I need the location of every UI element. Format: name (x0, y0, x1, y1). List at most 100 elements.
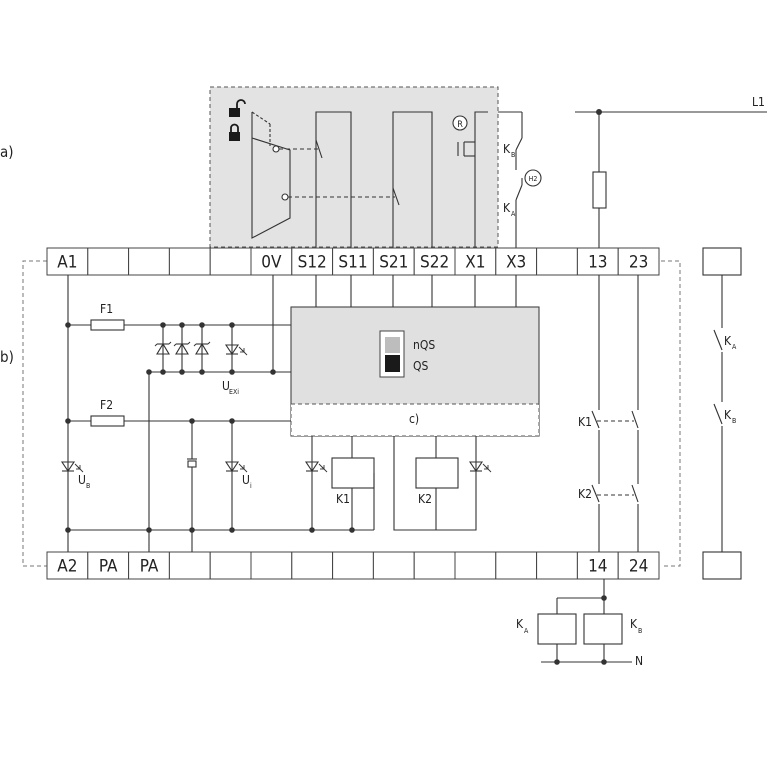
terminal-cell (536, 551, 578, 580)
terminal-cell (413, 551, 456, 580)
lock-icon (229, 123, 240, 141)
coil-ka-sub: A (524, 627, 529, 635)
contact-k2-label: K2 (578, 487, 592, 501)
led-uexi-icon (225, 344, 248, 356)
ext-contact-ka-label: K (724, 334, 732, 348)
enclosure-outline-right (661, 260, 681, 567)
led-ub-label: U (78, 473, 86, 487)
terminal-cell (250, 551, 293, 580)
terminal-cell (495, 551, 538, 580)
external-contactor-block (702, 247, 742, 580)
relay-k1-label: K1 (336, 492, 350, 506)
switch-label-nqs: nQS (413, 338, 435, 352)
terminal-cell (46, 247, 89, 276)
terminal-label-pa: PA (140, 557, 159, 577)
coil-kb-sub: B (638, 627, 642, 635)
terminal-label-s22: S22 (420, 253, 449, 273)
terminal-label-s11: S11 (338, 253, 367, 273)
mode-switch-upper (385, 337, 400, 353)
bottom-terminal-strip: A2 PA PA 14 24 (46, 551, 660, 580)
terminal-cell (168, 247, 211, 276)
ext-contact-ka-sub: A (732, 343, 737, 351)
neutral-label: N (635, 654, 643, 668)
fuse-f2-label: F2 (100, 398, 113, 412)
terminal-label-13: 13 (588, 253, 607, 273)
contact-k1-label: K1 (578, 415, 592, 429)
terminal-cell (250, 247, 293, 276)
led-ub-icon (61, 461, 84, 473)
terminal-cell (87, 551, 130, 580)
logic-module-lower (290, 403, 540, 437)
terminal-cell (372, 247, 415, 276)
led-k2-icon (469, 461, 492, 473)
led-uexi-sub: EXi (229, 388, 239, 396)
internal-wiring (67, 275, 639, 663)
terminal-cell (372, 551, 415, 580)
terminal-cell (209, 551, 252, 580)
terminal-label-x3: X3 (506, 253, 526, 273)
junction-dots (65, 322, 607, 665)
coil-ka-label: K (516, 617, 524, 631)
terminal-cell (413, 247, 456, 276)
actuator-icon (251, 111, 291, 239)
terminal-cell (291, 247, 334, 276)
terminal-label-a2: A2 (57, 557, 77, 577)
led-ub-sub: B (86, 482, 90, 490)
ext-contact-kb-label: K (724, 408, 732, 422)
terminal-cell (576, 247, 619, 276)
reset-indicator-icon (452, 115, 468, 131)
terminal-cell (209, 247, 252, 276)
terminal-label-pa: PA (99, 557, 118, 577)
supply-line-label: L1 (752, 95, 765, 109)
terminal-cell (332, 551, 374, 580)
terminal-cell (128, 551, 170, 580)
lamp-h2-icon (524, 169, 542, 187)
terminal-cell (87, 247, 130, 276)
terminal-label-a1: A1 (57, 253, 77, 273)
coil-kb-label: K (630, 617, 638, 631)
section-label-b: b) (0, 348, 14, 366)
contact-ka-sub: A (511, 210, 516, 218)
terminal-cell (617, 247, 660, 276)
lamp-h2-label: H2 (529, 175, 538, 183)
contact-ka-label: K (503, 201, 511, 215)
terminal-label-s12: S12 (298, 253, 327, 273)
terminal-cell (454, 551, 497, 580)
ext-contact-kb-sub: B (732, 417, 736, 425)
terminal-cell (454, 247, 497, 276)
terminal-cell (128, 247, 170, 276)
reset-label: R (457, 120, 463, 130)
terminal-label-24: 24 (629, 557, 648, 577)
terminal-cell (536, 247, 578, 276)
led-k1-icon (305, 461, 328, 473)
section-label-c: c) (409, 412, 419, 426)
terminal-label-14: 14 (588, 557, 607, 577)
terminal-cell (168, 551, 211, 580)
terminal-label-0v: 0V (261, 253, 282, 273)
terminal-cell (617, 551, 660, 580)
safety-switch-area (209, 86, 499, 248)
led-uexi-label: U (222, 379, 230, 393)
fuse-f1-label: F1 (100, 302, 113, 316)
switch-label-qs: QS (413, 359, 428, 373)
led-ui-sub: i (250, 482, 252, 490)
led-ui-label: U (242, 473, 250, 487)
terminal-label-s21: S21 (379, 253, 408, 273)
safety-contacts (279, 111, 523, 248)
section-label-a: a) (0, 143, 14, 161)
terminal-label-x1: X1 (465, 253, 485, 273)
contact-kb-label: K (503, 142, 511, 156)
terminal-cell (46, 551, 89, 580)
led-ui-icon (225, 461, 248, 473)
top-terminal-strip: A1 0V S12 S11 S21 S22 X1 X3 13 23 (46, 247, 660, 276)
relay-k2-label: K2 (418, 492, 432, 506)
contact-kb-sub: B (511, 151, 515, 159)
mode-switch-knob (385, 355, 400, 372)
terminal-label-23: 23 (629, 253, 648, 273)
terminal-cell (291, 551, 334, 580)
enclosure-outline (22, 260, 47, 567)
supply-line (575, 111, 767, 248)
unlock-icon (229, 99, 246, 117)
supply-node (596, 109, 602, 115)
